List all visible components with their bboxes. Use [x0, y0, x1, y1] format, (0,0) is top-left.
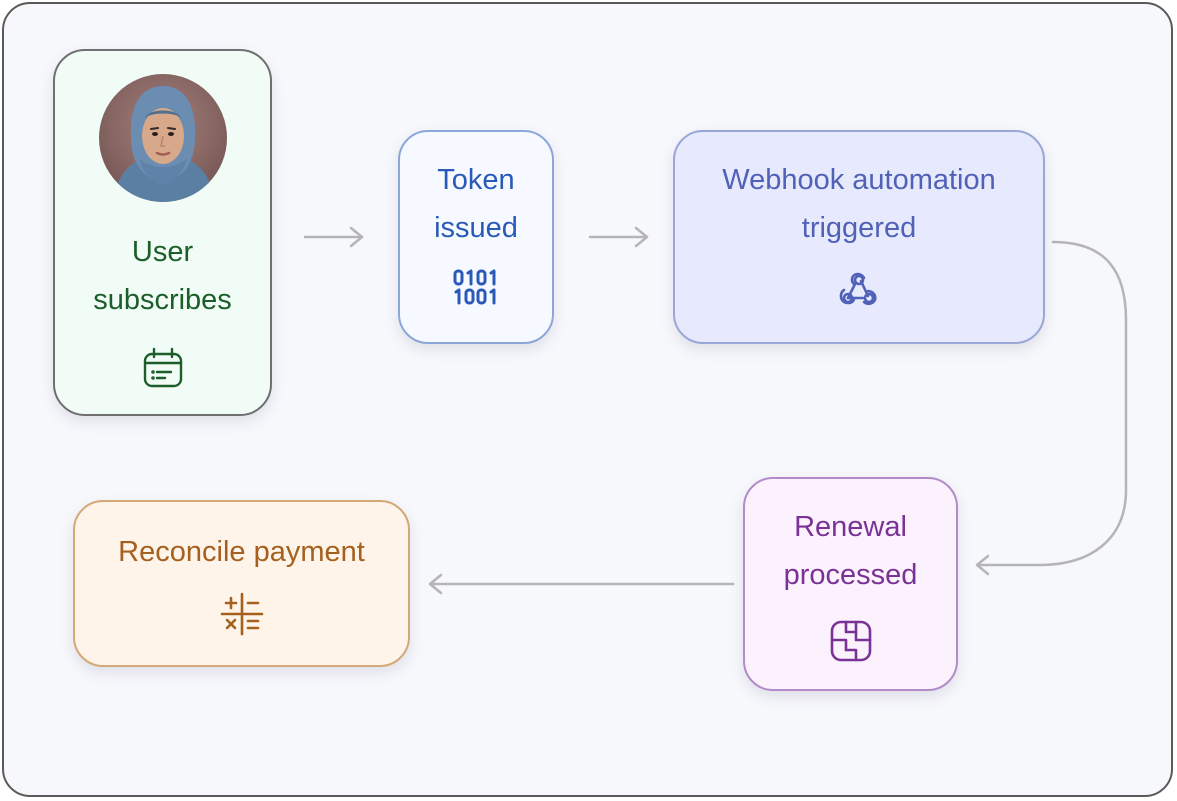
node-label-line1: Reconcile payment: [118, 536, 365, 568]
calculator-icon: [220, 592, 263, 636]
edge-user-token: [303, 226, 364, 248]
avatar: [98, 74, 227, 202]
node-label-line1: Webhook automation: [722, 164, 996, 196]
binary-icon: [453, 269, 496, 305]
edge-token-webhook: [588, 226, 649, 248]
webhook-icon: [839, 272, 877, 306]
node-label-line2: processed: [783, 559, 918, 591]
card-chip-icon: [830, 620, 871, 662]
node-label-line1: Renewal: [794, 511, 907, 543]
node-label-line2: issued: [434, 212, 518, 244]
edge-renewal-reconcile: [428, 573, 735, 595]
node-label-line1: User: [131, 236, 194, 268]
node-user-subscribes: User subscribes: [53, 49, 272, 416]
node-label-line2: subscribes: [93, 284, 232, 316]
node-label-line1: Token: [437, 164, 515, 196]
node-token-issued: Token issued: [398, 130, 554, 344]
node-label-line2: triggered: [801, 212, 917, 244]
edge-webhook-renewal: [975, 240, 1128, 576]
node-webhook-triggered: Webhook automation triggered: [673, 130, 1045, 344]
node-renewal-processed: Renewal processed: [743, 477, 958, 691]
calendar-icon: [143, 347, 182, 388]
node-reconcile-payment: Reconcile payment: [73, 500, 410, 667]
user-avatar-image: [98, 74, 227, 202]
